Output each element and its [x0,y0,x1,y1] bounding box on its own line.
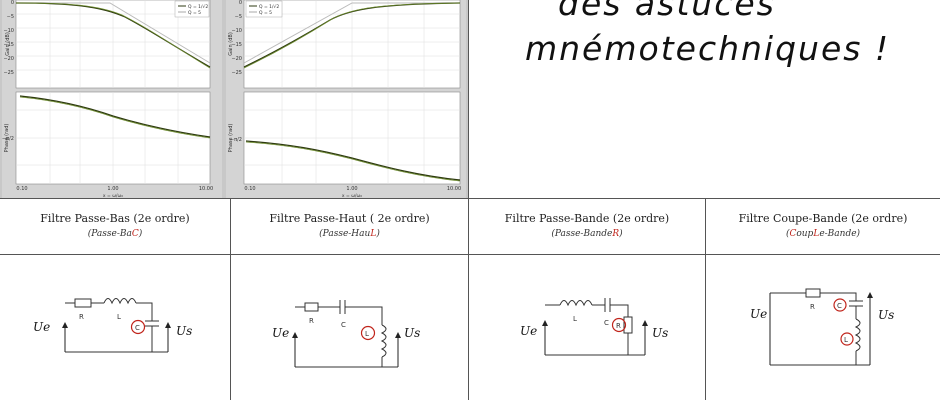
gain-tick-label: −25 [3,70,14,76]
label-us: Us [176,324,192,338]
right-phase-axis-label: Phase (rad) [228,124,234,153]
circuit-passe-haut [292,300,401,368]
label-us: Us [652,326,668,340]
label-c: C [604,319,609,327]
filter-title: Filtre Passe-Bande (2e ordre) [504,212,670,225]
inductor-symbol [103,298,137,305]
gain-tick-label: 0 [11,0,14,6]
resistor-symbol [304,302,319,312]
left-phase-axis-label: Phase (rad) [4,124,10,153]
right-legend-entry-2: Q = 5 [259,10,272,16]
right-x-axis-label: x = ω/ω₀ [342,193,362,198]
label-ue: Ue [272,326,289,340]
left-gain-axis-label: Gain (dB) [5,32,11,56]
gain-tick-label: 0 [239,0,242,6]
table-col-divider-3 [705,198,706,400]
right-phase-tick: −π/2 [230,137,242,143]
x-tick-label: 10.00 [447,186,461,192]
label-c: C [341,321,346,329]
left-phase-tick: −π/2 [2,136,14,142]
x-tick-label: 10.00 [199,186,213,192]
right-legend-box [245,0,283,18]
gain-tick-label: −10 [231,28,242,34]
left-legend-entry-2: Q = 5 [188,10,201,16]
circuit-coupe-bande [769,288,873,366]
table-top-border [0,198,940,199]
capacitor-circle-marker [130,319,146,335]
label-ue: Ue [750,307,767,321]
inductor-circle-marker [840,332,854,346]
filter-mnemonic: (CoupLe-Bande) [785,229,861,239]
filter-title: Filtre Passe-Haut ( 2e ordre) [269,212,430,225]
gain-tick-label: −25 [231,70,242,76]
x-tick-label: 0.10 [16,186,27,192]
filter-title: Filtre Passe-Bas (2e ordre) [40,212,190,225]
label-us: Us [878,308,894,322]
table-col-divider-1 [230,198,231,400]
label-l: L [844,336,848,344]
gain-tick-label: −5 [235,14,242,20]
label-ue: Ue [33,320,50,334]
label-us: Us [404,326,420,340]
table-col-divider-2 [468,0,469,400]
right-phase-plot: −π/2 Phase (rad) 0.10 1.00 10.00 x = ω/ω₀ [228,91,461,198]
header-coupe-bande: Filtre Coupe-Bande (2e ordre) (CoupLe-Ba… [706,198,940,253]
capacitor-circle-marker [833,298,847,312]
circuit-passe-bande [542,298,648,356]
inductor-symbol [854,318,861,352]
gain-tick-label: −15 [231,42,242,48]
bode-plots-svg: Q = 1/√2 Q = 5 0 −5 −10 −15 −20 −25 Gain (dB)… [2,0,466,198]
bode-plots-panel: Q = 1/√2 Q = 5 0 −5 −10 −15 −20 −25 Gain (dB)… [0,0,468,198]
filter-title: Filtre Coupe-Bande (2e ordre) [738,212,908,225]
gain-tick-label: −20 [3,56,14,62]
mnemonic-heading: des astuces mnémotechniques ! [470,0,940,198]
label-r: R [810,303,815,311]
table-header-border [0,254,940,255]
filter-mnemonic: (Passe-BandeR) [551,229,623,239]
inductor-circle-marker [360,325,376,341]
label-r: R [616,322,621,330]
label-c: C [135,324,140,332]
left-legend-entry-1: Q = 1/√2 [188,4,208,10]
resistor-symbol [74,298,92,308]
gain-tick-label: −10 [3,28,14,34]
gain-tick-label: −20 [231,56,242,62]
right-gain-plot: Q = 1/√2 Q = 5 0 −5 −10 −15 −20 −25 Gain (dB) [228,0,461,89]
left-x-axis-label: x = ω/ω₀ [103,193,123,198]
left-phase-plot: −π/2 Phase (rad) 0.10 1.00 10.00 x = ω/ω₀ [2,91,213,198]
label-r: R [309,317,314,325]
inductor-symbol [559,300,593,307]
left-legend-box [174,0,210,18]
gain-tick-label: −15 [3,42,14,48]
mnemonic-line-1: des astuces [558,0,776,23]
mnemonic-line-2: mnémotechniques ! [525,29,891,68]
label-l: L [365,330,369,338]
label-l: L [117,313,121,321]
filter-mnemonic: (Passe-BaC) [87,229,143,239]
label-r: R [79,313,84,321]
header-passe-bande: Filtre Passe-Bande (2e ordre) (Passe-Ban… [469,198,705,253]
label-l: L [573,315,577,323]
resistor-circle-marker [611,317,627,333]
header-passe-haut: Filtre Passe-Haut ( 2e ordre) (Passe-Hau… [231,198,468,253]
header-passe-bas: Filtre Passe-Bas (2e ordre) (Passe-BaC) [0,198,230,253]
label-c: C [837,302,842,310]
gain-tick-label: −5 [7,14,14,20]
right-legend-entry-1: Q = 1/√2 [259,4,279,10]
x-tick-label: 1.00 [107,186,118,192]
x-tick-label: 0.10 [244,186,255,192]
right-gain-axis-label: Gain (dB) [228,32,234,56]
label-ue: Ue [520,324,537,338]
left-gain-plot: Q = 1/√2 Q = 5 0 −5 −10 −15 −20 −25 Gain (dB) [3,0,211,89]
inductor-symbol [380,324,387,358]
circuit-passe-bas [62,298,171,353]
x-tick-label: 1.00 [346,186,357,192]
filter-mnemonic: (Passe-HauL) [319,229,380,239]
resistor-symbol [805,288,821,298]
circuits-svg: R L C Ue Us R C L Ue Us [33,288,894,368]
